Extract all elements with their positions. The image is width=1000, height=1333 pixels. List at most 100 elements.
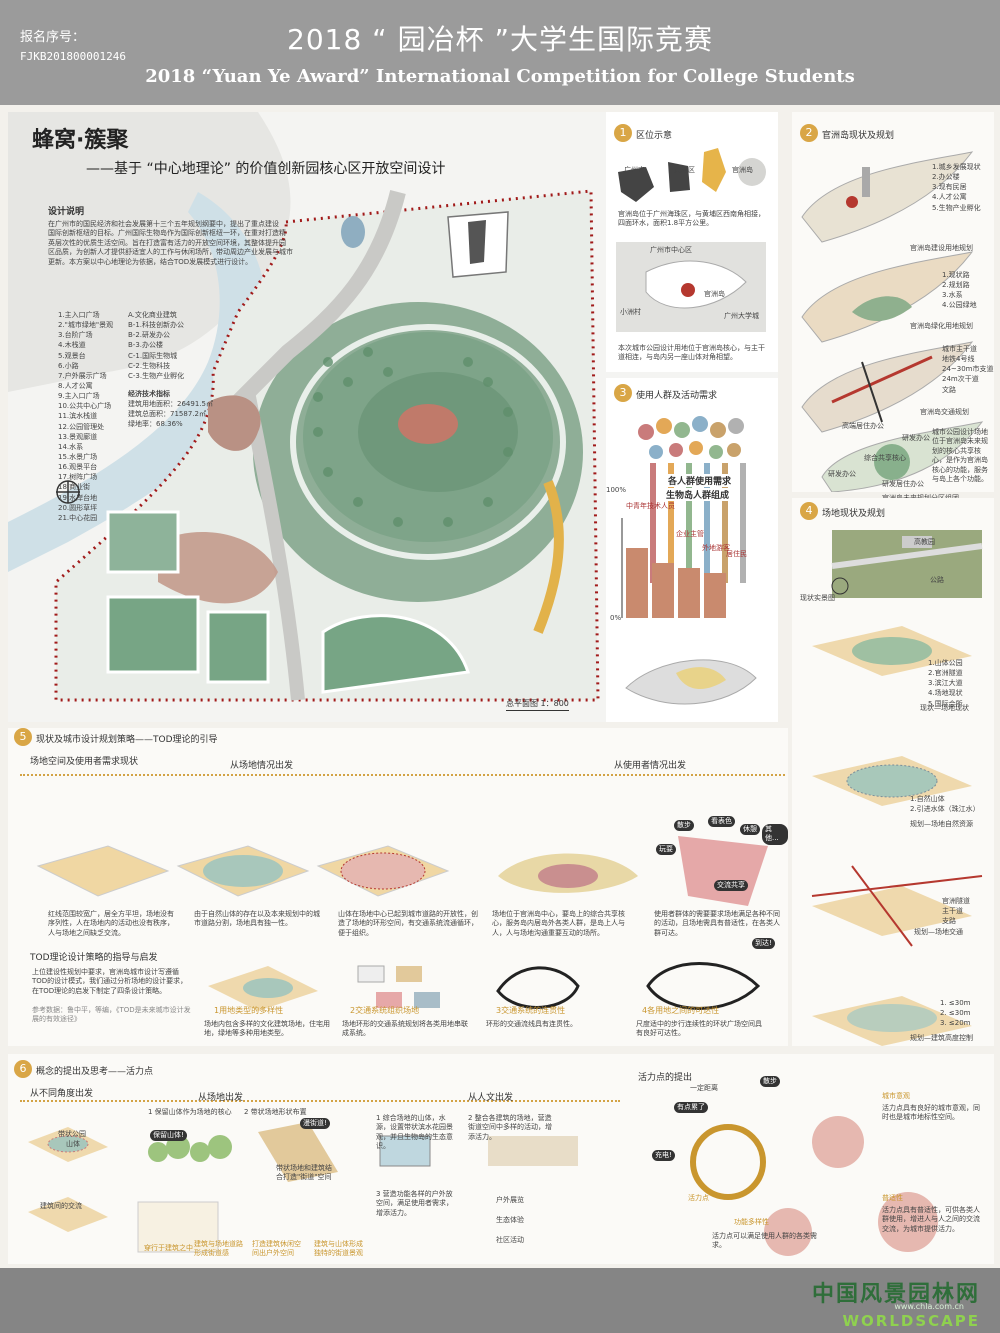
user-group-label: 居住民 [726,550,747,558]
subsection-title: 场地空间及使用者需求现状 [30,757,139,767]
vitality-label: 活力点 [688,1194,709,1202]
location-label: 小洲村 [620,308,641,316]
design-text-4: 更新。本方案以中心地理论为依据，结合TOD发展模式进行设计。 [48,257,253,266]
legend-item: 13.景观廊道 [58,432,98,441]
subsection-title: TOD理论设计策略的指导与启发 [30,953,158,963]
section-number: 2 [800,124,818,142]
strategy-1-caption: 场地内包含多样的文化建筑场地，住宅用地，绿地等多种用地类型。 [204,1020,330,1038]
registration-label: 报名序号： [20,30,86,45]
activity-tag: 社区活动 [496,1236,524,1244]
section-site-status: 4 场地现状及规划 高教园 公路 现状实景图 1.山体公园 2.官洲隧道 3.滨… [792,498,994,1046]
island-caption: 城市公园设计场地位于官洲岛未来规划的核心共享核心，是作为官洲岛核心的功能，服务与… [932,428,988,484]
design-description: 设计说明 在广州市的国民经济和社会发展第十三个五年规划纲要中，提出了重点建设 国… [48,204,293,267]
legend-item: 1. ≤30m [940,999,971,1007]
legend-item: 1.山体公园 [928,659,963,667]
legend-item: 文路 [942,385,956,394]
location-label: 广州市 [624,166,645,174]
location-label: 广州大学城 [724,312,759,320]
location-caption: 本次城市公园设计用地位于官洲岛核心，与主干道相连，与岛内另一座山体对角相望。 [618,344,765,362]
building-legend-list: A.文化商业建筑 B-1.科技创新办公 B-2.研发办公 B-3.办公楼 C-1… [128,310,223,430]
user-group-graphic [621,416,757,705]
site-caption: 规划—建筑高度控制 [910,1034,973,1042]
strategy-4-caption: 尺度适中的步行连续性的环状广场空间具有良好可达性。 [636,1020,762,1038]
legend-item: 官洲隧道 [942,897,970,905]
concept-diagrams [28,1116,938,1256]
strategy-1-title: 1用地类型的多样性 [214,1006,284,1015]
footer-banner: 中国风景园林网 www.chla.com.cn WORLDSCAPE [0,1268,1000,1333]
island-maps [801,151,984,492]
concept-step-1: 1 保留山体作为场地的核心 [148,1108,232,1116]
concept-caption: 打造建筑休闲空间出户外空间 [252,1240,301,1258]
bubble: 看表色 [708,816,735,828]
legend-item: 主干道 [942,907,963,916]
legend-item: 2.官洲隧道 [928,669,963,678]
function-caption: 活力点可以满足使用人群的各类需求。 [712,1232,817,1250]
section-number: 5 [14,728,32,746]
section-number: 1 [614,124,632,142]
legend-item: B-1.科技创新办公 [128,321,185,330]
site-list-1: 1.山体公园 2.官洲隧道 3.滨江大道 4.场地现状 5.国际会所 [928,658,963,709]
section-title: 场地现状及规划 [822,509,886,519]
section-vitality-concept: 6 概念的提出及思考——活力点 从不同角度出发 从场地出发 从人文出发 山体 带… [8,1054,994,1264]
island-legend-1: 1.城乡发展现状 2.办公楼 3.现有民居 4.人才公寓 5.生物产业孵化 [932,162,981,213]
competition-title-cn: 2018 “ 园冶杯 ”大学生国际竞赛 [287,23,713,56]
legend-item: 19.水岸台地 [58,493,98,502]
bubble: 休憩 [740,824,760,836]
divider [20,1100,620,1102]
legend-item: 21.中心花园 [58,513,98,522]
legend-item: 3.滨江大道 [928,679,963,688]
strategy-3-title: 3交通系统的连贯性 [496,1006,566,1015]
bubble: 保留山体! [150,1130,187,1142]
project-title: 蜂窝·簇聚 [32,128,129,153]
registration-number: FJKB201800001246 [20,50,126,63]
user-groups-subtitle: 生物岛人群组成 [666,488,730,501]
stat-item: 建筑用地面积：26491.5㎡ [128,400,213,409]
competition-title-en: 2018 “Yuan Ye Award” International Compe… [145,66,855,87]
section-title: 使用人群及活动需求 [636,391,718,401]
legend-item: 2."城市绿地"景观 [58,321,114,330]
legend-item: 4.人才公寓 [932,193,967,202]
design-text-3: 区品质，为创新人才提供舒适宜人的工作与休闲场所，带动周边产业发展与城市 [48,248,293,257]
section-user-groups: 3 使用人群及活动需求 100% 0% 各人群使用需求 生物岛人群组成 中青年技… [606,378,778,722]
tod-diagrams [208,962,761,1011]
tod-note: 参考数据：鲁中平，等编，《TOD是未来城市设计发展的有效途径》 [32,1006,191,1024]
legend-item: 1.自然山体 [910,795,945,803]
section-island-planning: 2 官洲岛现状及规划 1.城乡发展现状 2.办公楼 3.现有民居 4.人才公寓 … [792,112,994,502]
jianzhu-label: 建筑间的交流 [40,1202,82,1210]
bubble: 有点累了 [674,1102,708,1114]
island-caption: 官洲岛交通规划 [920,408,969,416]
legend-item: 3.水系 [942,291,963,300]
from-site-label: 从场地出发 [198,1093,244,1103]
legend-item: 7.户外展示广场 [58,371,107,380]
legend-item: 12.公园管理处 [58,422,105,431]
legend-item: 16.观景平台 [58,463,98,472]
legend-item: 2. ≤30m [940,1009,971,1018]
caption-b: 由于自然山体的存在以及本来规划中的城市道路分割，场地具有独一性。 [194,910,320,928]
section-number: 3 [614,384,632,402]
bubble: 充电! [652,1150,675,1162]
bubble: 漫街道! [300,1118,330,1130]
site-diagrams [36,836,768,906]
legend-item: 2.办公楼 [932,173,960,182]
location-maps [616,148,766,332]
legend-item: 6.小路 [58,361,79,370]
legend-item: 4.木栈道 [58,341,86,350]
header-banner: 报名序号： FJKB201800001246 2018 “ 园冶杯 ”大学生国际… [0,0,1000,105]
concept-caption: 穿行于建筑之中 [144,1244,193,1252]
design-heading: 设计说明 [48,207,85,217]
legend-item: 2.规划路 [942,281,970,290]
concept-caption: 建筑与山体形成独特的街道景观 [314,1240,363,1258]
dai-label: 带状公园 [58,1130,86,1138]
site-caption: 现状实景图 [800,594,835,602]
bubble: 散步 [674,820,694,832]
site-list-2: 1.自然山体 2.引进水体（珠江水） [910,794,980,814]
bubble: 散步 [760,1076,780,1088]
subsection-title: 活力点的提出 [638,1073,693,1083]
stat-item: 建筑总面积：71587.2㎡ [128,410,206,419]
user-group-label: 中青年技术人员 [626,502,675,510]
tod-text: 上位建设性规划中要求，官洲岛城市设计写遵循TOD的设计模式，我们通过分析场地的设… [32,968,188,995]
watermark-worldscape: WORLDSCAPE [842,1312,980,1330]
strategy-2-caption: 场地环形的交通系统规划将各类用地串联成系统。 [342,1020,468,1038]
user-group-label: 企业主管 [676,530,704,538]
zone-label: 综合共享核心 [864,454,906,462]
